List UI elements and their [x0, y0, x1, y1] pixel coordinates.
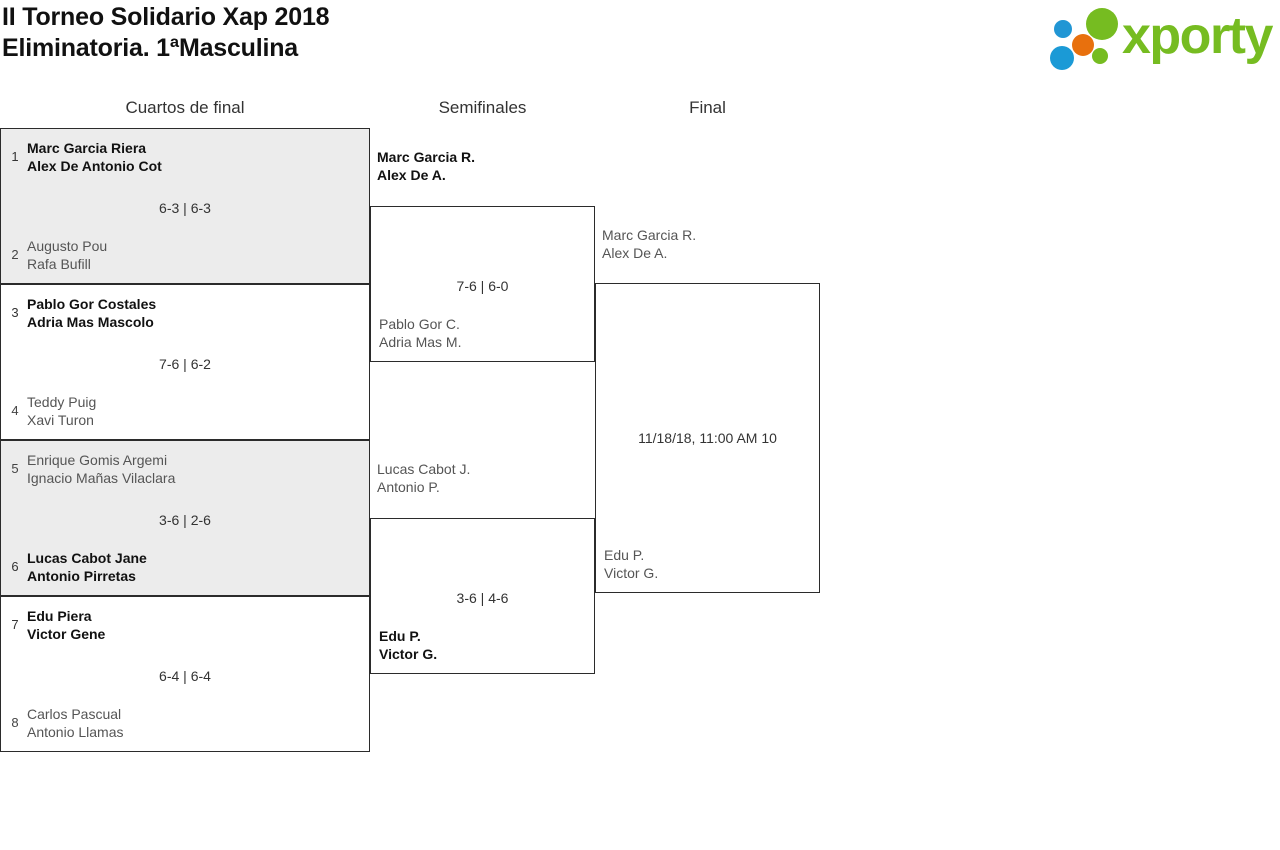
- seed-number: 2: [11, 247, 19, 262]
- player-name: Carlos Pascual: [27, 706, 122, 722]
- xporty-logo[interactable]: xporty: [1050, 4, 1276, 70]
- round-header-final: Final: [689, 98, 726, 117]
- match-score: 3-6 | 2-6: [159, 512, 211, 528]
- match-qf-1[interactable]: 1 Marc Garcia Riera Alex De Antonio Cot …: [0, 128, 370, 284]
- match-score: 7-6 | 6-0: [456, 278, 509, 294]
- round-header-semifinals: Semifinales: [438, 98, 527, 117]
- match-sf-2[interactable]: 3-6 | 4-6 Edu P. Victor G.: [370, 518, 595, 674]
- sf1-bottom-competitor[interactable]: Pablo Gor C. Adria Mas M.: [371, 315, 594, 351]
- match-score: 6-4 | 6-4: [159, 668, 211, 684]
- player-name: Victor G.: [604, 565, 659, 581]
- logo-dot-blue-small-icon: [1054, 20, 1072, 38]
- player-name: Edu P.: [379, 628, 421, 644]
- match-score: 6-3 | 6-3: [159, 200, 211, 216]
- logo-dot-green-small-icon: [1092, 48, 1108, 64]
- player-name: Antonio Pirretas: [27, 568, 136, 584]
- match-score: 3-6 | 4-6: [456, 590, 509, 606]
- player-name: Marc Garcia R.: [377, 149, 476, 165]
- player-name: Pablo Gor Costales: [27, 296, 157, 312]
- seed-number: 7: [11, 617, 19, 632]
- seed-number: 1: [11, 149, 19, 164]
- logo-dot-blue-large-icon: [1050, 46, 1074, 70]
- player-name: Alex De A.: [602, 245, 668, 261]
- player-name: Marc Garcia R.: [602, 227, 697, 243]
- player-name: Ignacio Mañas Vilaclara: [27, 470, 176, 486]
- competitor-seed-6[interactable]: 6 Lucas Cabot Jane Antonio Pirretas: [1, 549, 369, 585]
- sf2-top-competitor[interactable]: Lucas Cabot J. Antonio P.: [377, 460, 470, 496]
- player-name: Antonio P.: [377, 479, 440, 495]
- sf2-bottom-competitor[interactable]: Edu P. Victor G.: [371, 627, 594, 663]
- page-header: II Torneo Solidario Xap 2018 Eliminatori…: [0, 0, 1280, 88]
- match-qf-3[interactable]: 5 Enrique Gomis Argemi Ignacio Mañas Vil…: [0, 440, 370, 596]
- match-final[interactable]: 11/18/18, 11:00 AM 10 Edu P. Victor G.: [595, 283, 820, 593]
- seed-number: 6: [11, 559, 19, 574]
- competitor-seed-3[interactable]: 3 Pablo Gor Costales Adria Mas Mascolo: [1, 295, 369, 331]
- match-schedule: 11/18/18, 11:00 AM 10: [638, 430, 777, 446]
- competitor-seed-1[interactable]: 1 Marc Garcia Riera Alex De Antonio Cot: [1, 139, 369, 175]
- final-top-competitor[interactable]: Marc Garcia R. Alex De A.: [602, 226, 696, 262]
- player-name: Edu P.: [604, 547, 645, 563]
- player-name: Xavi Turon: [27, 412, 94, 428]
- tournament-name: II Torneo Solidario Xap 2018: [2, 3, 330, 31]
- logo-dot-green-large-icon: [1086, 8, 1118, 40]
- player-name: Alex De Antonio Cot: [27, 158, 162, 174]
- competitor-seed-5[interactable]: 5 Enrique Gomis Argemi Ignacio Mañas Vil…: [1, 451, 369, 487]
- logo-dot-orange-icon: [1072, 34, 1094, 56]
- sf1-top-competitor[interactable]: Marc Garcia R. Alex De A.: [377, 148, 475, 184]
- match-qf-4[interactable]: 7 Edu Piera Victor Gene 6-4 | 6-4 8 Carl…: [0, 596, 370, 752]
- player-name: Edu Piera: [27, 608, 92, 624]
- final-bottom-competitor[interactable]: Edu P. Victor G.: [596, 546, 819, 582]
- player-name: Adria Mas M.: [379, 334, 462, 350]
- seed-number: 3: [11, 305, 19, 320]
- player-name: Antonio Llamas: [27, 724, 124, 740]
- player-name: Victor Gene: [27, 626, 106, 642]
- player-name: Alex De A.: [377, 167, 446, 183]
- page-title: II Torneo Solidario Xap 2018 Eliminatori…: [2, 2, 902, 64]
- logo-dots-icon: [1050, 8, 1128, 70]
- seed-number: 4: [11, 403, 19, 418]
- player-name: Augusto Pou: [27, 238, 108, 254]
- competitor-seed-7[interactable]: 7 Edu Piera Victor Gene: [1, 607, 369, 643]
- logo-wordmark: xporty: [1122, 7, 1273, 65]
- competitor-seed-2[interactable]: 2 Augusto Pou Rafa Bufill: [1, 237, 369, 273]
- player-name: Rafa Bufill: [27, 256, 91, 272]
- seed-number: 8: [11, 715, 19, 730]
- tournament-category: Eliminatoria. 1ªMasculina: [2, 34, 299, 62]
- match-qf-2[interactable]: 3 Pablo Gor Costales Adria Mas Mascolo 7…: [0, 284, 370, 440]
- player-name: Marc Garcia Riera: [27, 140, 147, 156]
- competitor-seed-4[interactable]: 4 Teddy Puig Xavi Turon: [1, 393, 369, 429]
- player-name: Lucas Cabot Jane: [27, 550, 147, 566]
- match-sf-1[interactable]: 7-6 | 6-0 Pablo Gor C. Adria Mas M.: [370, 206, 595, 362]
- player-name: Adria Mas Mascolo: [27, 314, 154, 330]
- round-header-quarterfinals: Cuartos de final: [125, 98, 245, 117]
- player-name: Victor G.: [379, 646, 438, 662]
- player-name: Pablo Gor C.: [379, 316, 460, 332]
- player-name: Enrique Gomis Argemi: [27, 452, 168, 468]
- competitor-seed-8[interactable]: 8 Carlos Pascual Antonio Llamas: [1, 705, 369, 741]
- player-name: Lucas Cabot J.: [377, 461, 471, 477]
- player-name: Teddy Puig: [27, 394, 97, 410]
- seed-number: 5: [11, 461, 19, 476]
- match-score: 7-6 | 6-2: [159, 356, 211, 372]
